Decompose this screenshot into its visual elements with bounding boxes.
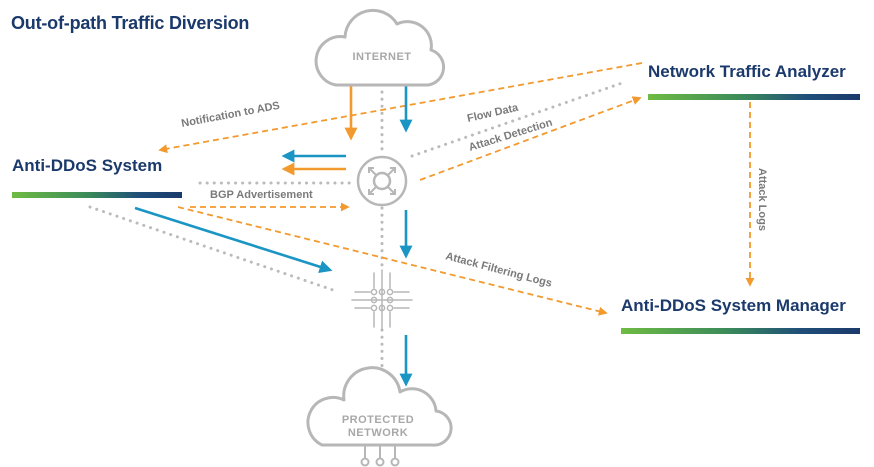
ads-to-filter-link bbox=[88, 205, 335, 292]
attack-filtering-logs-arrow bbox=[177, 206, 608, 316]
bgp-advertisement-label: BGP Advertisement bbox=[210, 189, 313, 201]
internet-cloud: INTERNET bbox=[314, 8, 446, 87]
orange-dashed-flows bbox=[158, 62, 755, 316]
protected-label-line2: NETWORK bbox=[348, 427, 408, 439]
filter-device bbox=[351, 269, 413, 331]
anti-ddos-system-manager-label: Anti-DDoS System Manager bbox=[621, 296, 846, 315]
cloud-icon bbox=[306, 366, 453, 447]
attack-logs-label: Attack Logs bbox=[756, 168, 768, 231]
anti-ddos-system-manager-bar bbox=[621, 328, 860, 334]
traffic-arrows bbox=[134, 84, 413, 387]
gray-dotted-links bbox=[88, 80, 627, 387]
cloud-icon bbox=[314, 8, 446, 87]
notification-label: Notification to ADS bbox=[180, 100, 280, 130]
chip-icon bbox=[351, 269, 413, 331]
anti-ddos-system-label: Anti-DDoS System bbox=[12, 156, 163, 175]
protected-label-line1: PROTECTED bbox=[342, 414, 414, 426]
network-traffic-analyzer-bar bbox=[648, 94, 860, 100]
protected-network-cloud: PROTECTED NETWORK bbox=[306, 366, 453, 467]
network-connector-icon bbox=[360, 445, 400, 467]
anti-ddos-system-bar bbox=[12, 192, 182, 198]
attack-filtering-logs-label: Attack Filtering Logs bbox=[444, 250, 553, 290]
internet-label: INTERNET bbox=[353, 51, 412, 63]
router-icon bbox=[356, 155, 408, 207]
router-to-analyzer-link bbox=[410, 80, 627, 158]
attack-detection-arrow bbox=[419, 96, 642, 181]
notification-arrow bbox=[158, 62, 643, 154]
diagram-title: Out-of-path Traffic Diversion bbox=[11, 13, 250, 33]
cleaned-traffic-reinjection-arrow bbox=[134, 206, 333, 274]
router bbox=[356, 155, 408, 207]
edge-labels: Notification to ADS Flow Data Attack Det… bbox=[180, 100, 768, 290]
network-traffic-analyzer-label: Network Traffic Analyzer bbox=[648, 62, 846, 81]
